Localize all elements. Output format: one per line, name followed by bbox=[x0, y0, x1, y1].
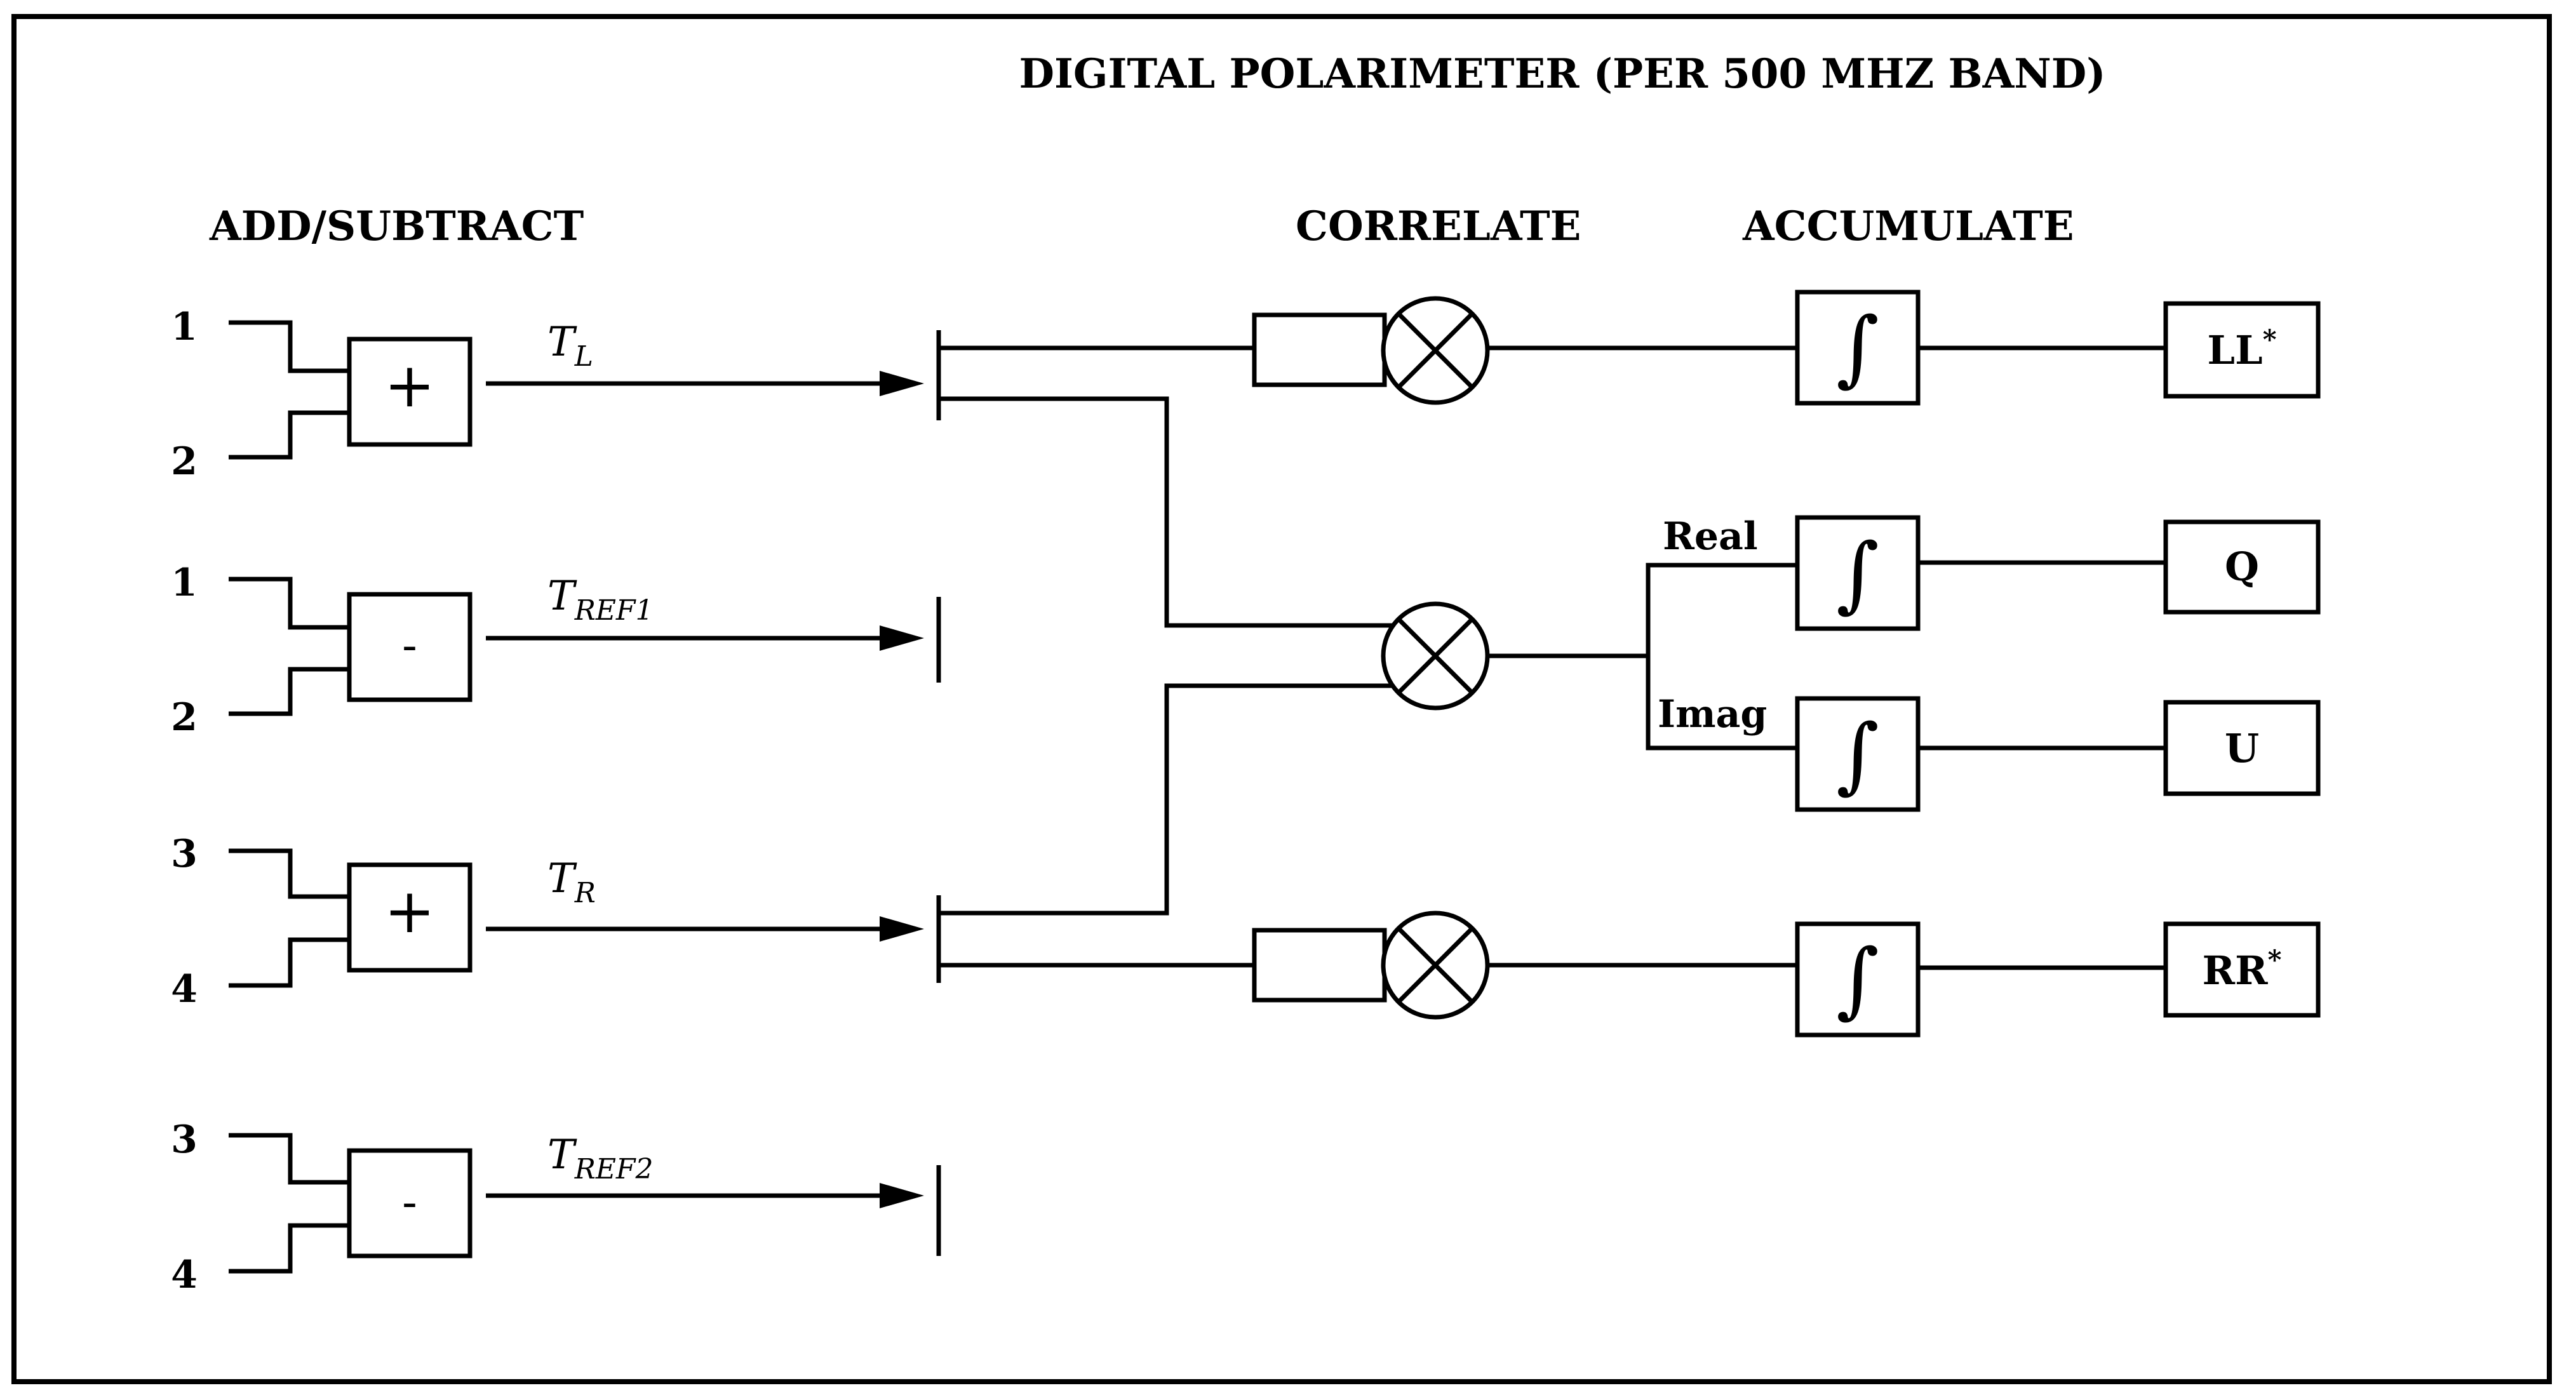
output-label: Q bbox=[2225, 544, 2259, 590]
integrator-box bbox=[1795, 921, 1921, 1038]
minus-operator: - bbox=[402, 619, 417, 671]
output-ll: LL* bbox=[2163, 301, 2321, 399]
multiplier-top bbox=[1381, 296, 1490, 405]
input-label: 2 bbox=[171, 695, 198, 740]
output-box bbox=[2163, 519, 2321, 615]
input-label: 2 bbox=[171, 439, 198, 484]
arrow-head bbox=[880, 1183, 924, 1208]
integrator-ll: ∫ bbox=[1795, 290, 1921, 406]
adder-box bbox=[347, 337, 473, 447]
subtractor-box bbox=[347, 1148, 473, 1258]
output-q: Q bbox=[2163, 519, 2321, 615]
output-label: LL* bbox=[2207, 324, 2276, 373]
subtractor-unit-tref2: 3 4 - TREF2 bbox=[171, 1118, 941, 1297]
signal-label-tl: TL bbox=[547, 319, 593, 373]
output-label: U bbox=[2225, 725, 2259, 771]
output-box bbox=[2163, 700, 2321, 796]
arrow-head bbox=[880, 371, 924, 396]
signal-label-tref1: TREF1 bbox=[547, 573, 653, 627]
signal-label-tr: TR bbox=[547, 855, 596, 909]
multiplier-cross bbox=[1381, 601, 1490, 711]
adder-unit-tr: 3 4 + TR bbox=[171, 832, 924, 1011]
arrow-head bbox=[880, 916, 924, 942]
branch-label-imag: Imag bbox=[1658, 692, 1767, 737]
plus-operator: + bbox=[384, 876, 435, 947]
arrow-head bbox=[880, 625, 924, 651]
input-wire bbox=[229, 848, 349, 899]
section-accumulate: ACCUMULATE bbox=[1742, 203, 2074, 250]
plus-operator: + bbox=[384, 350, 435, 421]
input-wire bbox=[229, 410, 349, 460]
minus-operator: - bbox=[402, 1176, 417, 1228]
integral-icon: ∫ bbox=[1836, 525, 1879, 622]
delay-box bbox=[1252, 312, 1387, 387]
input-label: 4 bbox=[171, 1253, 198, 1297]
input-label: 1 bbox=[171, 561, 198, 605]
input-wire bbox=[229, 1223, 349, 1274]
section-add-subtract: ADD/SUBTRACT bbox=[209, 203, 584, 250]
section-correlate: CORRELATE bbox=[1296, 203, 1581, 250]
wire bbox=[939, 396, 1397, 628]
branch-label-real: Real bbox=[1663, 514, 1758, 559]
integrator-u: ∫ bbox=[1795, 696, 1921, 812]
output-u: U bbox=[2163, 700, 2321, 796]
output-box bbox=[2163, 301, 2321, 399]
input-wire bbox=[229, 937, 349, 988]
multiplier-bottom bbox=[1381, 911, 1490, 1020]
wire bbox=[1646, 563, 1797, 751]
integrator-box bbox=[1795, 696, 1921, 812]
adder-unit-tl: 1 2 + TL bbox=[171, 305, 924, 484]
output-rr: RR* bbox=[2163, 921, 2321, 1018]
integrator-rr: ∫ bbox=[1795, 921, 1921, 1038]
integral-icon: ∫ bbox=[1836, 706, 1879, 803]
integrator-q: ∫ bbox=[1795, 515, 1921, 631]
output-label: RR* bbox=[2202, 944, 2281, 994]
signal-label-tref2: TREF2 bbox=[547, 1131, 653, 1185]
input-wire bbox=[229, 577, 349, 630]
input-wire bbox=[229, 1133, 349, 1185]
subtractor-unit-tref1: 1 2 - TREF1 bbox=[171, 561, 941, 740]
input-wire bbox=[229, 320, 349, 373]
wire bbox=[939, 683, 1397, 916]
integrator-box bbox=[1795, 290, 1921, 406]
input-wire bbox=[229, 667, 349, 716]
integral-icon: ∫ bbox=[1836, 931, 1879, 1027]
adder-box bbox=[347, 862, 473, 973]
output-box bbox=[2163, 921, 2321, 1018]
integral-icon: ∫ bbox=[1836, 299, 1879, 396]
input-label: 4 bbox=[171, 967, 198, 1011]
input-label: 3 bbox=[171, 1118, 198, 1162]
integrator-box bbox=[1795, 515, 1921, 631]
diagram-title: DIGITAL POLARIMETER (PER 500 MHZ BAND) bbox=[1019, 50, 2105, 98]
delay-box bbox=[1252, 928, 1387, 1003]
input-label: 3 bbox=[171, 832, 198, 876]
input-label: 1 bbox=[171, 305, 198, 349]
subtractor-box bbox=[347, 592, 473, 702]
